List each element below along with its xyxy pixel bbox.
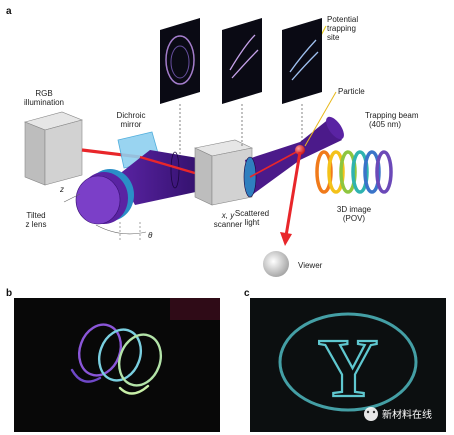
- particle-pointer: [304, 91, 337, 147]
- label-viewer: Viewer: [298, 261, 323, 270]
- label-scattered-1: Scattered: [235, 209, 269, 218]
- panel-b-image: [14, 298, 220, 432]
- panel-c-letter: c: [244, 288, 250, 299]
- viewer-sphere: [263, 251, 289, 277]
- label-particle: Particle: [338, 87, 365, 96]
- label-rgb-2: illumination: [24, 98, 64, 107]
- beam-ring: [170, 151, 180, 189]
- image-panel-3: [282, 18, 322, 104]
- panel-b-letter: b: [6, 288, 12, 299]
- rainbow-rings: [315, 150, 393, 194]
- label-lens-1: Tilted: [26, 211, 45, 220]
- label-potential-1: Potential: [327, 15, 358, 24]
- axis-theta-arc: [95, 224, 147, 235]
- label-scanner-2: scanner: [214, 220, 243, 229]
- label-dichroic-1: Dichroic: [117, 111, 146, 120]
- particle-dot: [295, 145, 305, 155]
- label-potential-2: trapping: [327, 24, 356, 33]
- watermark-text: 新材料在线: [382, 408, 432, 421]
- label-scanner-1: x, y: [221, 211, 235, 220]
- trap-laser: [249, 149, 301, 178]
- watermark: 新材料在线: [364, 407, 432, 421]
- image-panel-2: [222, 18, 262, 104]
- trapping-beam-cone: [245, 118, 342, 195]
- label-rgb-1: RGB: [35, 89, 52, 98]
- xy-scanner-box: [194, 139, 253, 206]
- label-3d-2: (POV): [343, 214, 366, 223]
- label-lens-2: z lens: [26, 220, 47, 229]
- label-trapping-2: (405 nm): [369, 120, 401, 129]
- beam-end: [326, 116, 344, 140]
- axis-z-arrow: [63, 193, 81, 203]
- label-dichroic-2: mirror: [121, 120, 142, 129]
- label-trapping-1: Trapping beam: [365, 111, 419, 120]
- beam-core-laser: [139, 155, 206, 178]
- label-scattered-2: light: [245, 218, 260, 227]
- axis-z-label: z: [59, 185, 64, 194]
- panel-c-glyph: Y: [318, 322, 379, 415]
- scattered-light-arrow: [284, 151, 302, 237]
- beam-tube-left: [118, 150, 210, 205]
- rgb-illumination-box: [24, 111, 83, 186]
- tilted-z-lens: [75, 169, 134, 225]
- image-panel-1: [160, 18, 200, 104]
- panel-c-image: Y: [250, 298, 446, 432]
- label-3d-1: 3D image: [337, 205, 372, 214]
- axis-theta-label: θ: [148, 231, 153, 240]
- panel-a-letter: a: [6, 6, 12, 17]
- label-potential-3: site: [327, 33, 340, 42]
- scattered-arrow-head: [280, 232, 292, 246]
